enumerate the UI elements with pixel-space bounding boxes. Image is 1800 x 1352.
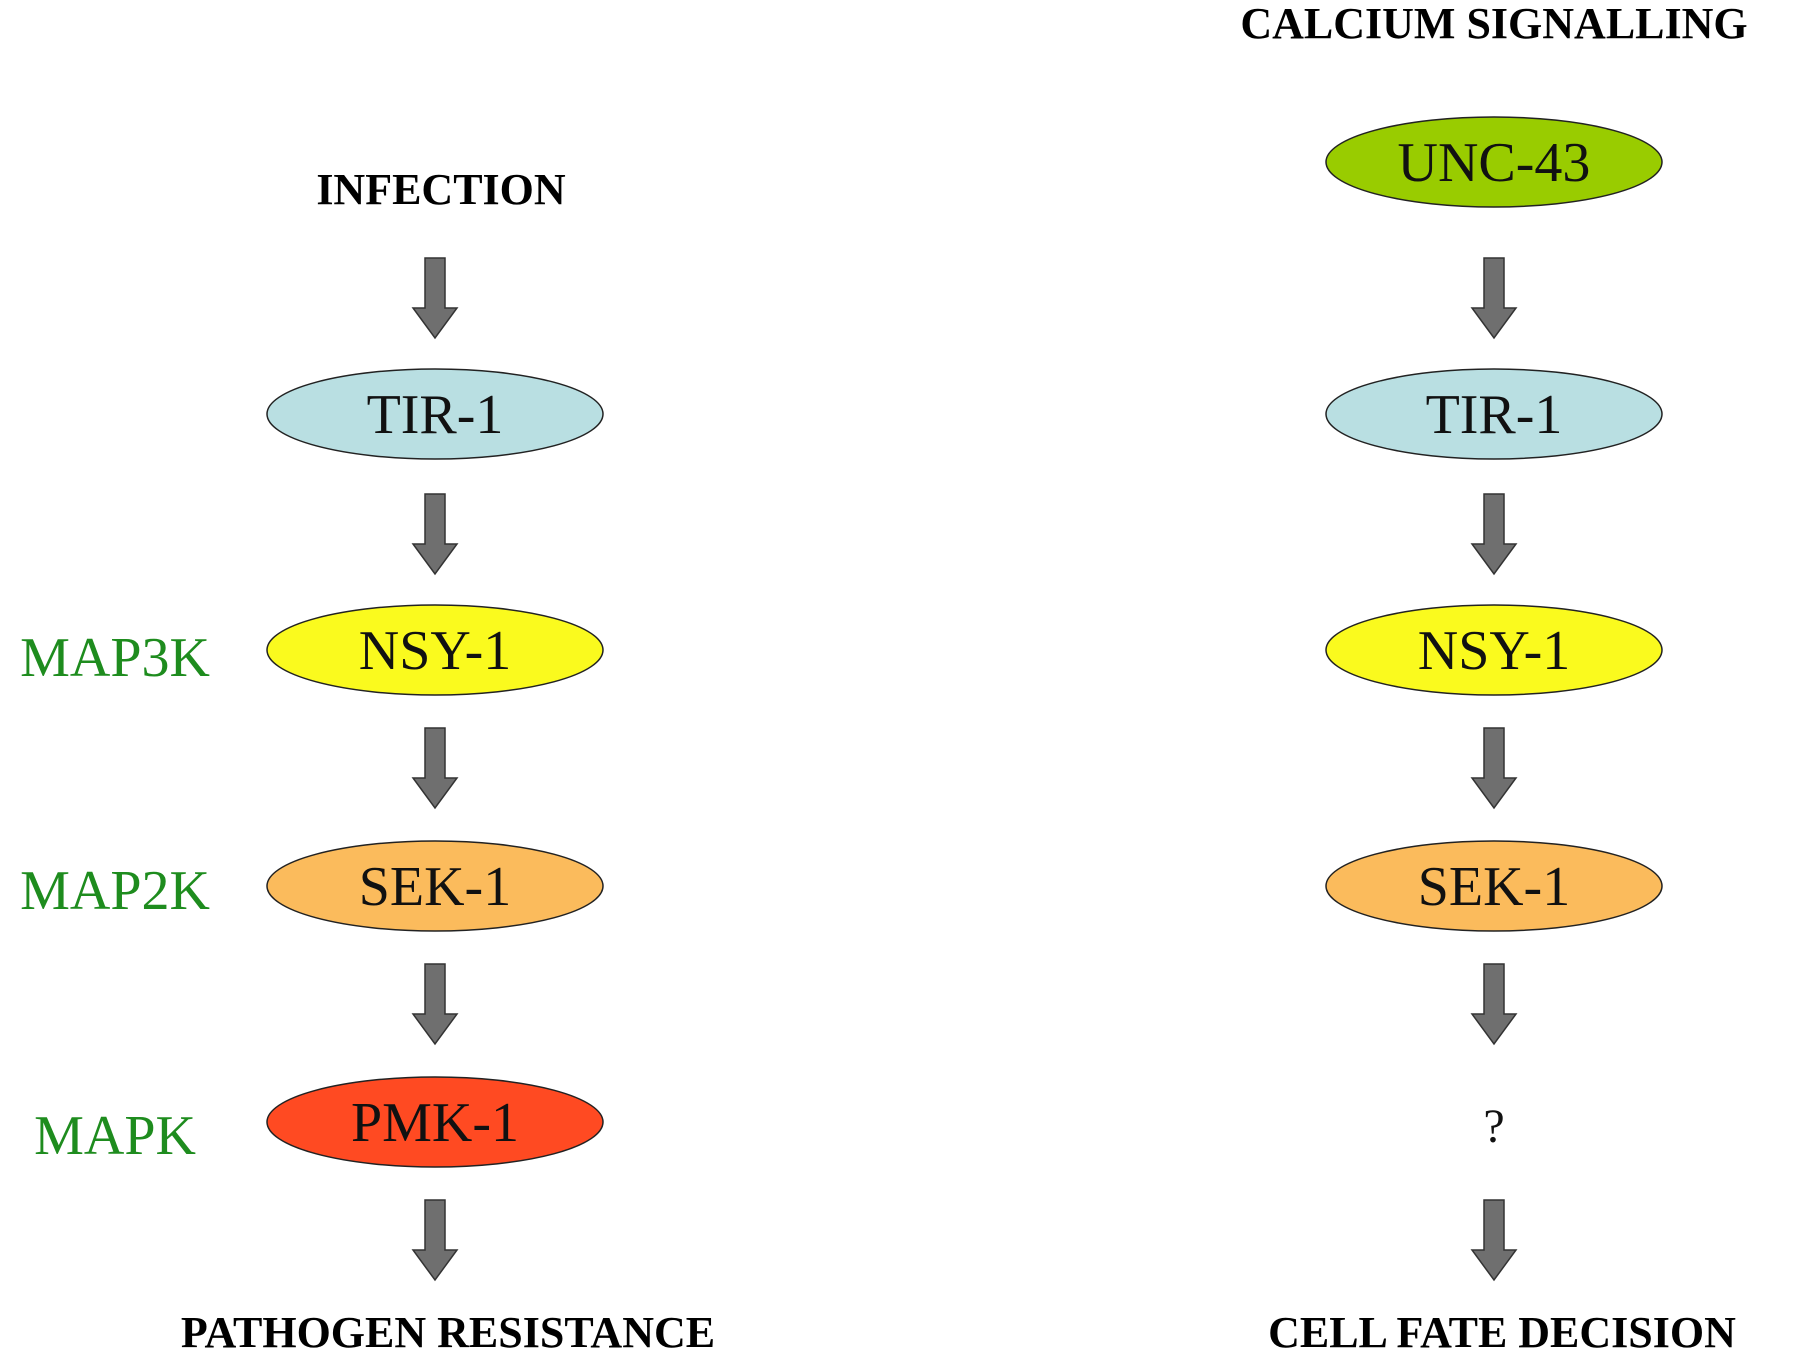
left-arrow-4 xyxy=(411,963,459,1046)
right-node-sek1: SEK-1 xyxy=(1325,840,1663,932)
left-node-nsy1-label: NSY-1 xyxy=(359,620,511,682)
left-node-sek1-label: SEK-1 xyxy=(359,856,511,918)
left-arrow-3 xyxy=(411,727,459,810)
right-arrow-5 xyxy=(1470,1199,1518,1282)
tier-label-map3k: MAP3K xyxy=(20,627,210,689)
right-node-sek1-shape xyxy=(1325,840,1663,932)
left-node-sek1: SEK-1 xyxy=(266,840,604,932)
left-node-sek1-shape xyxy=(266,840,604,932)
left-arrow-2 xyxy=(411,493,459,576)
left-arrow-5 xyxy=(411,1199,459,1282)
right-node-nsy1-label: NSY-1 xyxy=(1418,620,1570,682)
right-top-label: CALCIUM SIGNALLING xyxy=(1240,0,1747,48)
unknown-target-marker: ? xyxy=(1483,1100,1504,1153)
right-arrow-2 xyxy=(1470,493,1518,576)
right-node-unc43-shape xyxy=(1325,116,1663,208)
tier-label-map2k: MAP2K xyxy=(20,860,210,922)
right-arrow-4 xyxy=(1470,963,1518,1046)
left-top-label: INFECTION xyxy=(316,165,566,214)
right-arrow-3 xyxy=(1470,727,1518,810)
left-node-tir1-shape xyxy=(266,368,604,460)
right-node-sek1-label: SEK-1 xyxy=(1418,856,1570,918)
left-node-tir1: TIR-1 xyxy=(266,368,604,460)
right-node-unc43-label: UNC-43 xyxy=(1398,132,1591,194)
left-bottom-label: PATHOGEN RESISTANCE xyxy=(181,1308,715,1352)
left-arrow-1 xyxy=(411,257,459,340)
right-arrow-1 xyxy=(1470,257,1518,340)
right-node-nsy1-shape xyxy=(1325,604,1663,696)
right-bottom-label: CELL FATE DECISION xyxy=(1268,1308,1736,1352)
left-node-pmk1: PMK-1 xyxy=(266,1076,604,1168)
left-node-nsy1: NSY-1 xyxy=(266,604,604,696)
left-node-nsy1-shape xyxy=(266,604,604,696)
left-node-pmk1-shape xyxy=(266,1076,604,1168)
left-node-tir1-label: TIR-1 xyxy=(367,384,504,446)
left-node-pmk1-label: PMK-1 xyxy=(351,1092,519,1154)
right-node-tir1-shape xyxy=(1325,368,1663,460)
right-node-unc43: UNC-43 xyxy=(1325,116,1663,208)
right-node-tir1: TIR-1 xyxy=(1325,368,1663,460)
right-node-tir1-label: TIR-1 xyxy=(1426,384,1563,446)
right-node-nsy1: NSY-1 xyxy=(1325,604,1663,696)
tier-label-mapk: MAPK xyxy=(34,1105,196,1167)
